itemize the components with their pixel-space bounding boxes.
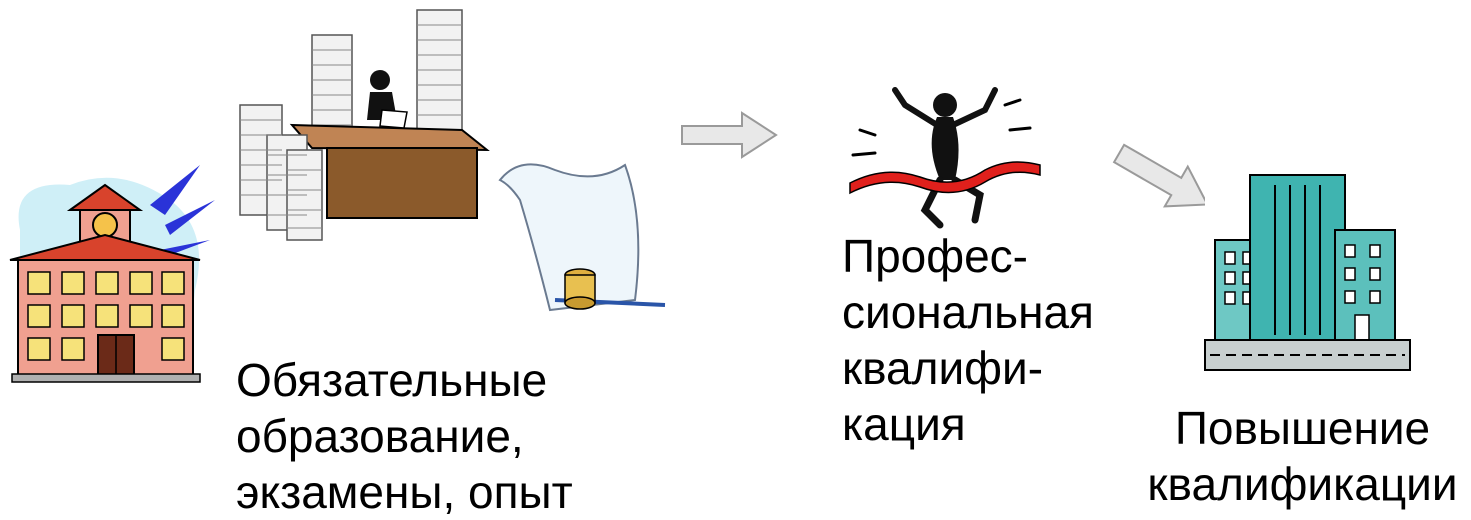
office-tower-icon (1204, 170, 1411, 385)
advancement-line-2: квалификации (1147, 458, 1458, 510)
requirements-line-3: экзамены, опыт (236, 466, 573, 518)
requirements-line-2: образование, (236, 410, 524, 462)
arrow-down-right-icon (1110, 140, 1220, 220)
scroll-with-inkwell-icon (495, 160, 670, 320)
advancement-line-1: Повышение (1174, 402, 1431, 454)
requirements-label: Обязательные образование, экзамены, опыт (236, 352, 573, 520)
qualification-label: Профес- сиональная квалифи- кация (842, 228, 1094, 452)
qualification-line-4: кация (842, 398, 966, 450)
qualification-line-2: сиональная (842, 286, 1094, 338)
qualification-line-1: Профес- (842, 230, 1028, 282)
advancement-label: Повышение квалификации (1140, 400, 1465, 512)
arrow-right-icon (680, 110, 780, 160)
finish-line-runner-icon (845, 85, 1045, 230)
desk-with-paper-stacks-icon (232, 9, 492, 260)
qualification-line-3: квалифи- (842, 342, 1044, 394)
requirements-line-1: Обязательные (236, 354, 548, 406)
school-building-icon (0, 160, 215, 390)
